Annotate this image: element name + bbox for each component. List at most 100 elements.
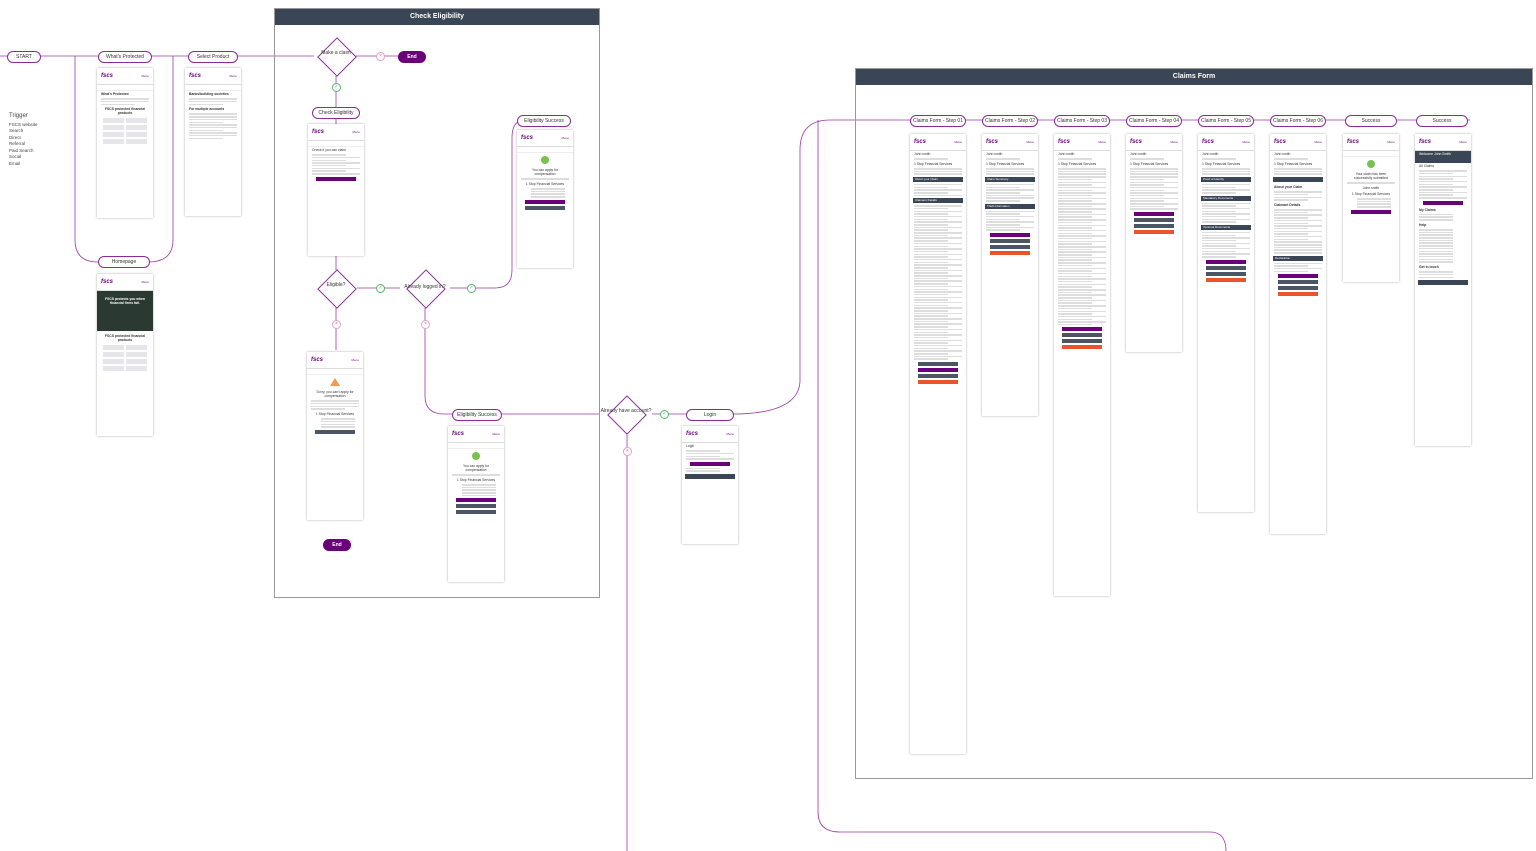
fscs-logo-icon: fscs (1274, 139, 1287, 145)
review-submit-button[interactable] (1278, 274, 1318, 279)
menu-button[interactable]: Menu (229, 74, 237, 78)
welcome-banner: Welcome John Smith (1415, 151, 1471, 163)
withdraw-button[interactable] (1134, 229, 1174, 234)
section-title: Claimant Details (1274, 202, 1301, 207)
back-button[interactable] (1134, 217, 1174, 222)
menu-button[interactable]: Menu (726, 432, 734, 436)
whats-protected-node[interactable]: What's Protected (98, 51, 152, 63)
menu-button[interactable]: Menu (141, 74, 149, 78)
login-button[interactable] (456, 504, 496, 509)
continue-button[interactable] (1062, 327, 1102, 332)
trigger-item: Direct (9, 134, 21, 140)
save-exit-button[interactable] (1134, 223, 1174, 228)
start-node[interactable]: START (7, 51, 41, 63)
product-grid[interactable] (97, 343, 153, 373)
ok-button[interactable] (1351, 209, 1391, 214)
section-header: Check Eligibility (275, 9, 599, 25)
back-to-top-button[interactable] (1423, 200, 1463, 205)
success-node[interactable]: Success (1345, 115, 1397, 127)
withdraw-button[interactable] (1278, 292, 1318, 297)
menu-button[interactable]: Menu (1098, 140, 1106, 144)
eligible-decision[interactable]: Eligible? (316, 268, 357, 309)
continue-button[interactable] (990, 232, 1030, 237)
menu-button[interactable]: Menu (1170, 140, 1178, 144)
menu-button[interactable]: Menu (351, 358, 359, 362)
section-title: FSCS protected financial products (104, 107, 146, 116)
withdraw-button[interactable] (990, 250, 1030, 255)
create-account-button[interactable] (456, 498, 496, 503)
menu-button[interactable]: Menu (141, 280, 149, 284)
eligibility-success-node-2[interactable]: Eligibility Success (452, 409, 502, 421)
back-button[interactable] (1206, 265, 1246, 270)
menu-button[interactable]: Menu (1387, 140, 1395, 144)
claims-step-01-node[interactable]: Claims Form - Step 01 (910, 115, 966, 127)
page-title: Banks/building societies (189, 92, 229, 96)
continue-button[interactable] (1206, 259, 1246, 264)
back-button[interactable] (525, 205, 565, 210)
homepage-node[interactable]: Homepage (98, 256, 150, 268)
eligibility-success-node[interactable]: Eligibility Success (517, 115, 571, 127)
back-button[interactable] (1278, 280, 1318, 285)
continue-button[interactable] (918, 367, 958, 372)
withdraw-button[interactable] (1206, 277, 1246, 282)
continue-button[interactable] (316, 176, 356, 181)
already-logged-in-decision[interactable]: Already logged in? (404, 268, 446, 309)
save-exit-button[interactable] (918, 373, 958, 378)
end-node[interactable]: End (398, 51, 426, 63)
trigger-item: Social (9, 154, 22, 159)
save-exit-button[interactable] (990, 244, 1030, 249)
section-title: Theft information (987, 203, 1010, 208)
menu-button[interactable]: Menu (954, 140, 962, 144)
menu-button[interactable]: Menu (561, 136, 569, 140)
claims-step-04-node[interactable]: Claims Form - Step 04 (1126, 115, 1182, 127)
back-button[interactable] (456, 510, 496, 515)
claimant-name: John smith (1362, 185, 1380, 190)
success-node-2[interactable]: Success (1416, 115, 1468, 127)
continue-button[interactable] (525, 199, 565, 204)
continue-button[interactable] (1134, 211, 1174, 216)
menu-button[interactable]: Menu (492, 432, 500, 436)
select-product-node[interactable]: Select Product (188, 51, 238, 63)
section-title: Mandatory Documents (1203, 195, 1234, 200)
save-exit-button[interactable] (1062, 339, 1102, 344)
back-button[interactable] (315, 429, 355, 434)
end-node-2[interactable]: End (323, 539, 351, 551)
save-exit-button[interactable] (1278, 286, 1318, 291)
hero-title: FSCS protects you when financial firms f… (105, 297, 145, 305)
make-claim-decision[interactable]: Make a claim (316, 36, 357, 77)
success-title: You can apply for compensation (531, 168, 559, 176)
check-eligibility-node[interactable]: Check Eligibility (312, 107, 360, 119)
withdraw-button[interactable] (1062, 345, 1102, 350)
menu-button[interactable]: Menu (1314, 140, 1322, 144)
menu-button[interactable]: Menu (1026, 140, 1034, 144)
sign-in-button[interactable] (690, 461, 730, 466)
breadcrumb (448, 443, 504, 449)
login-node[interactable]: Login (686, 409, 734, 421)
page-title: What's Protected (101, 92, 129, 96)
save-exit-button[interactable] (1206, 271, 1246, 276)
withdraw-button[interactable] (918, 379, 958, 384)
back-button[interactable] (990, 238, 1030, 243)
claims-step-06-node[interactable]: Claims Form - Step 06 (1270, 115, 1326, 127)
menu-button[interactable]: Menu (1242, 140, 1250, 144)
claims-step-05-node[interactable]: Claims Form - Step 05 (1198, 115, 1254, 127)
back-button[interactable] (1062, 333, 1102, 338)
section-title: Claim Summary (987, 176, 1009, 181)
section-title: Declaration (1275, 255, 1291, 260)
product-grid[interactable] (97, 116, 153, 146)
section-title: Optional Documents (1203, 224, 1231, 229)
trigger-item: FSCS website (9, 121, 38, 127)
claims-step-02-node[interactable]: Claims Form - Step 02 (982, 115, 1038, 127)
menu-button[interactable]: Menu (1459, 140, 1467, 144)
claims-step-03-node[interactable]: Claims Form - Step 03 (1054, 115, 1110, 127)
add-claimant-button[interactable] (918, 361, 958, 366)
already-have-account-decision[interactable]: Already have account? (601, 394, 651, 435)
menu-button[interactable]: Menu (352, 130, 360, 134)
